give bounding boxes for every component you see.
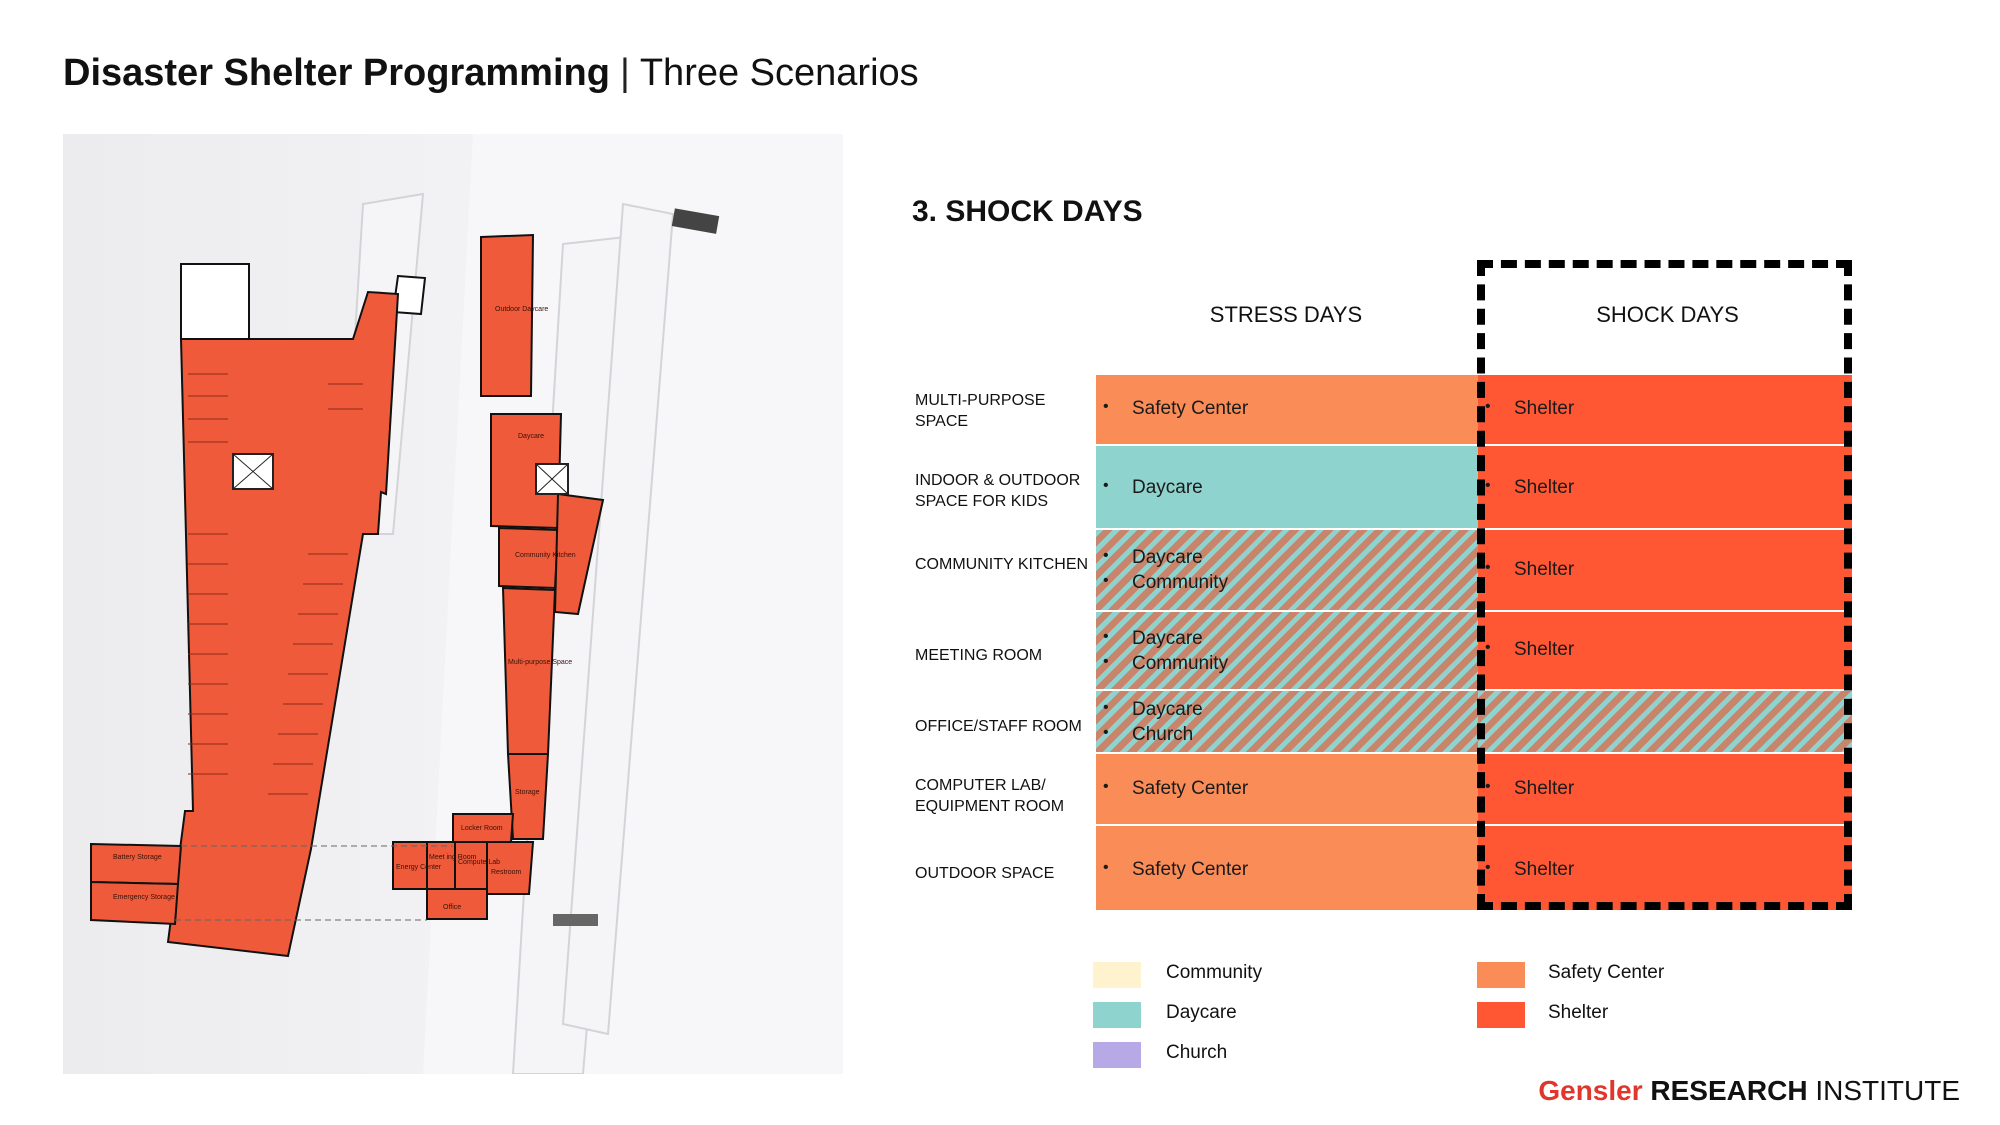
legend-swatch-church: [1093, 1042, 1141, 1068]
plan-dark-block: [671, 208, 720, 234]
shock-cell-community-kitchen: Shelter: [1478, 530, 1852, 612]
row-label-kids-space: INDOOR & OUTDOOR SPACE FOR KIDS: [915, 472, 1081, 510]
plan-parking-lines: [188, 373, 363, 795]
legend-swatch-daycare: [1093, 1002, 1141, 1028]
legend-swatch-community: [1093, 962, 1141, 988]
plan-label-emergency: Emergency Storage: [113, 894, 175, 901]
legend-swatch-shelter: [1477, 1002, 1525, 1028]
column-stress-days: STRESS DAYS: [1209, 302, 1363, 327]
plan-dark-block-2: [553, 914, 598, 926]
plan-label-multipurpose: Multi-purpose Space: [508, 659, 572, 666]
shock-cell-outdoor-space: Shelter: [1478, 826, 1852, 912]
floor-plan: Battery Storage Emergency Storage Outdoo…: [63, 134, 843, 1074]
row-label-outdoor-space: OUTDOOR SPACE: [915, 865, 1055, 882]
legend-label-daycare: Daycare: [1166, 1002, 1237, 1023]
title-sub: Three Scenarios: [639, 52, 919, 94]
brand-institute: INSTITUTE: [1815, 1075, 1960, 1106]
plan-stair-core: [232, 453, 274, 490]
brand-gensler: Gensler: [1538, 1075, 1643, 1106]
column-shock-days: SHOCK DAYS: [1596, 302, 1739, 327]
plan-label-restroom: Restroom: [491, 869, 522, 876]
legend-label-safety-center: Safety Center: [1548, 962, 1665, 983]
plan-right-strip: [392, 233, 605, 920]
row-label-multipurpose: MULTI-PURPOSE SPACE: [915, 392, 1046, 430]
stress-cell-computer-lab: Safety Center: [1096, 754, 1478, 826]
shock-cell-computer-lab: Shelter: [1478, 754, 1852, 826]
shock-cell-kids-space: Shelter: [1478, 446, 1852, 530]
stress-cell-office: Daycare Church: [1096, 691, 1478, 754]
plan-label-computer: Compute Lab: [458, 859, 500, 866]
plan-voids: [180, 263, 427, 340]
plan-label-locker: Locker Room: [461, 825, 503, 832]
title-main: Disaster Shelter Programming: [63, 52, 610, 94]
plan-label-office: Office: [443, 904, 461, 911]
stress-cell-meeting-room: Daycare Community: [1096, 612, 1478, 691]
shock-cell-meeting-room: Shelter: [1478, 612, 1852, 691]
shock-cell-office: [1478, 691, 1852, 754]
scenario-heading: 3. SHOCK DAYS: [912, 195, 1143, 228]
row-label-office: OFFICE/STAFF ROOM: [915, 718, 1082, 735]
plan-label-daycare: Daycare: [518, 433, 544, 440]
plan-storage-rooms: [90, 842, 183, 926]
page-title: Disaster Shelter Programming|Three Scena…: [63, 52, 919, 95]
legend-label-church: Church: [1166, 1042, 1228, 1063]
plan-label-community-kitchen: Community Kitchen: [515, 552, 576, 559]
plan-label-battery: Battery Storage: [113, 854, 162, 861]
row-label-meeting-room: MEETING ROOM: [915, 647, 1043, 664]
legend-label-community: Community: [1166, 962, 1263, 983]
brand-research: RESEARCH: [1650, 1075, 1808, 1106]
stress-cell-kids-space: Daycare: [1096, 446, 1478, 530]
shock-days-highlight-frame: [1477, 260, 1852, 910]
plan-label-outdoor-daycare: Outdoor Daycare: [495, 306, 548, 313]
gensler-research-logo: Gensler RESEARCH INSTITUTE: [1538, 1075, 1960, 1107]
shock-cell-multipurpose: Shelter: [1478, 375, 1852, 446]
plan-left-wing: [166, 290, 400, 958]
row-label-computer-lab: COMPUTER LAB/ EQUIPMENT ROOM: [915, 777, 1065, 815]
legend-label-shelter: Shelter: [1548, 1002, 1609, 1023]
title-separator: |: [619, 52, 630, 94]
row-label-community-kitchen: COMMUNITY KITCHEN: [915, 556, 1089, 573]
stress-cell-community-kitchen: Daycare Community: [1096, 530, 1478, 612]
plan-label-energy: Energy Center: [396, 864, 442, 871]
stress-cell-multipurpose: Safety Center: [1096, 375, 1478, 446]
plan-dashed-links: [175, 845, 453, 921]
plan-label-meeting: Meet ing Room: [429, 854, 477, 861]
legend-swatch-safety-center: [1477, 962, 1525, 988]
stress-cell-outdoor-space: Safety Center: [1096, 826, 1478, 912]
plan-right-stair: [535, 463, 569, 495]
plan-label-storage: Storage: [515, 789, 540, 796]
